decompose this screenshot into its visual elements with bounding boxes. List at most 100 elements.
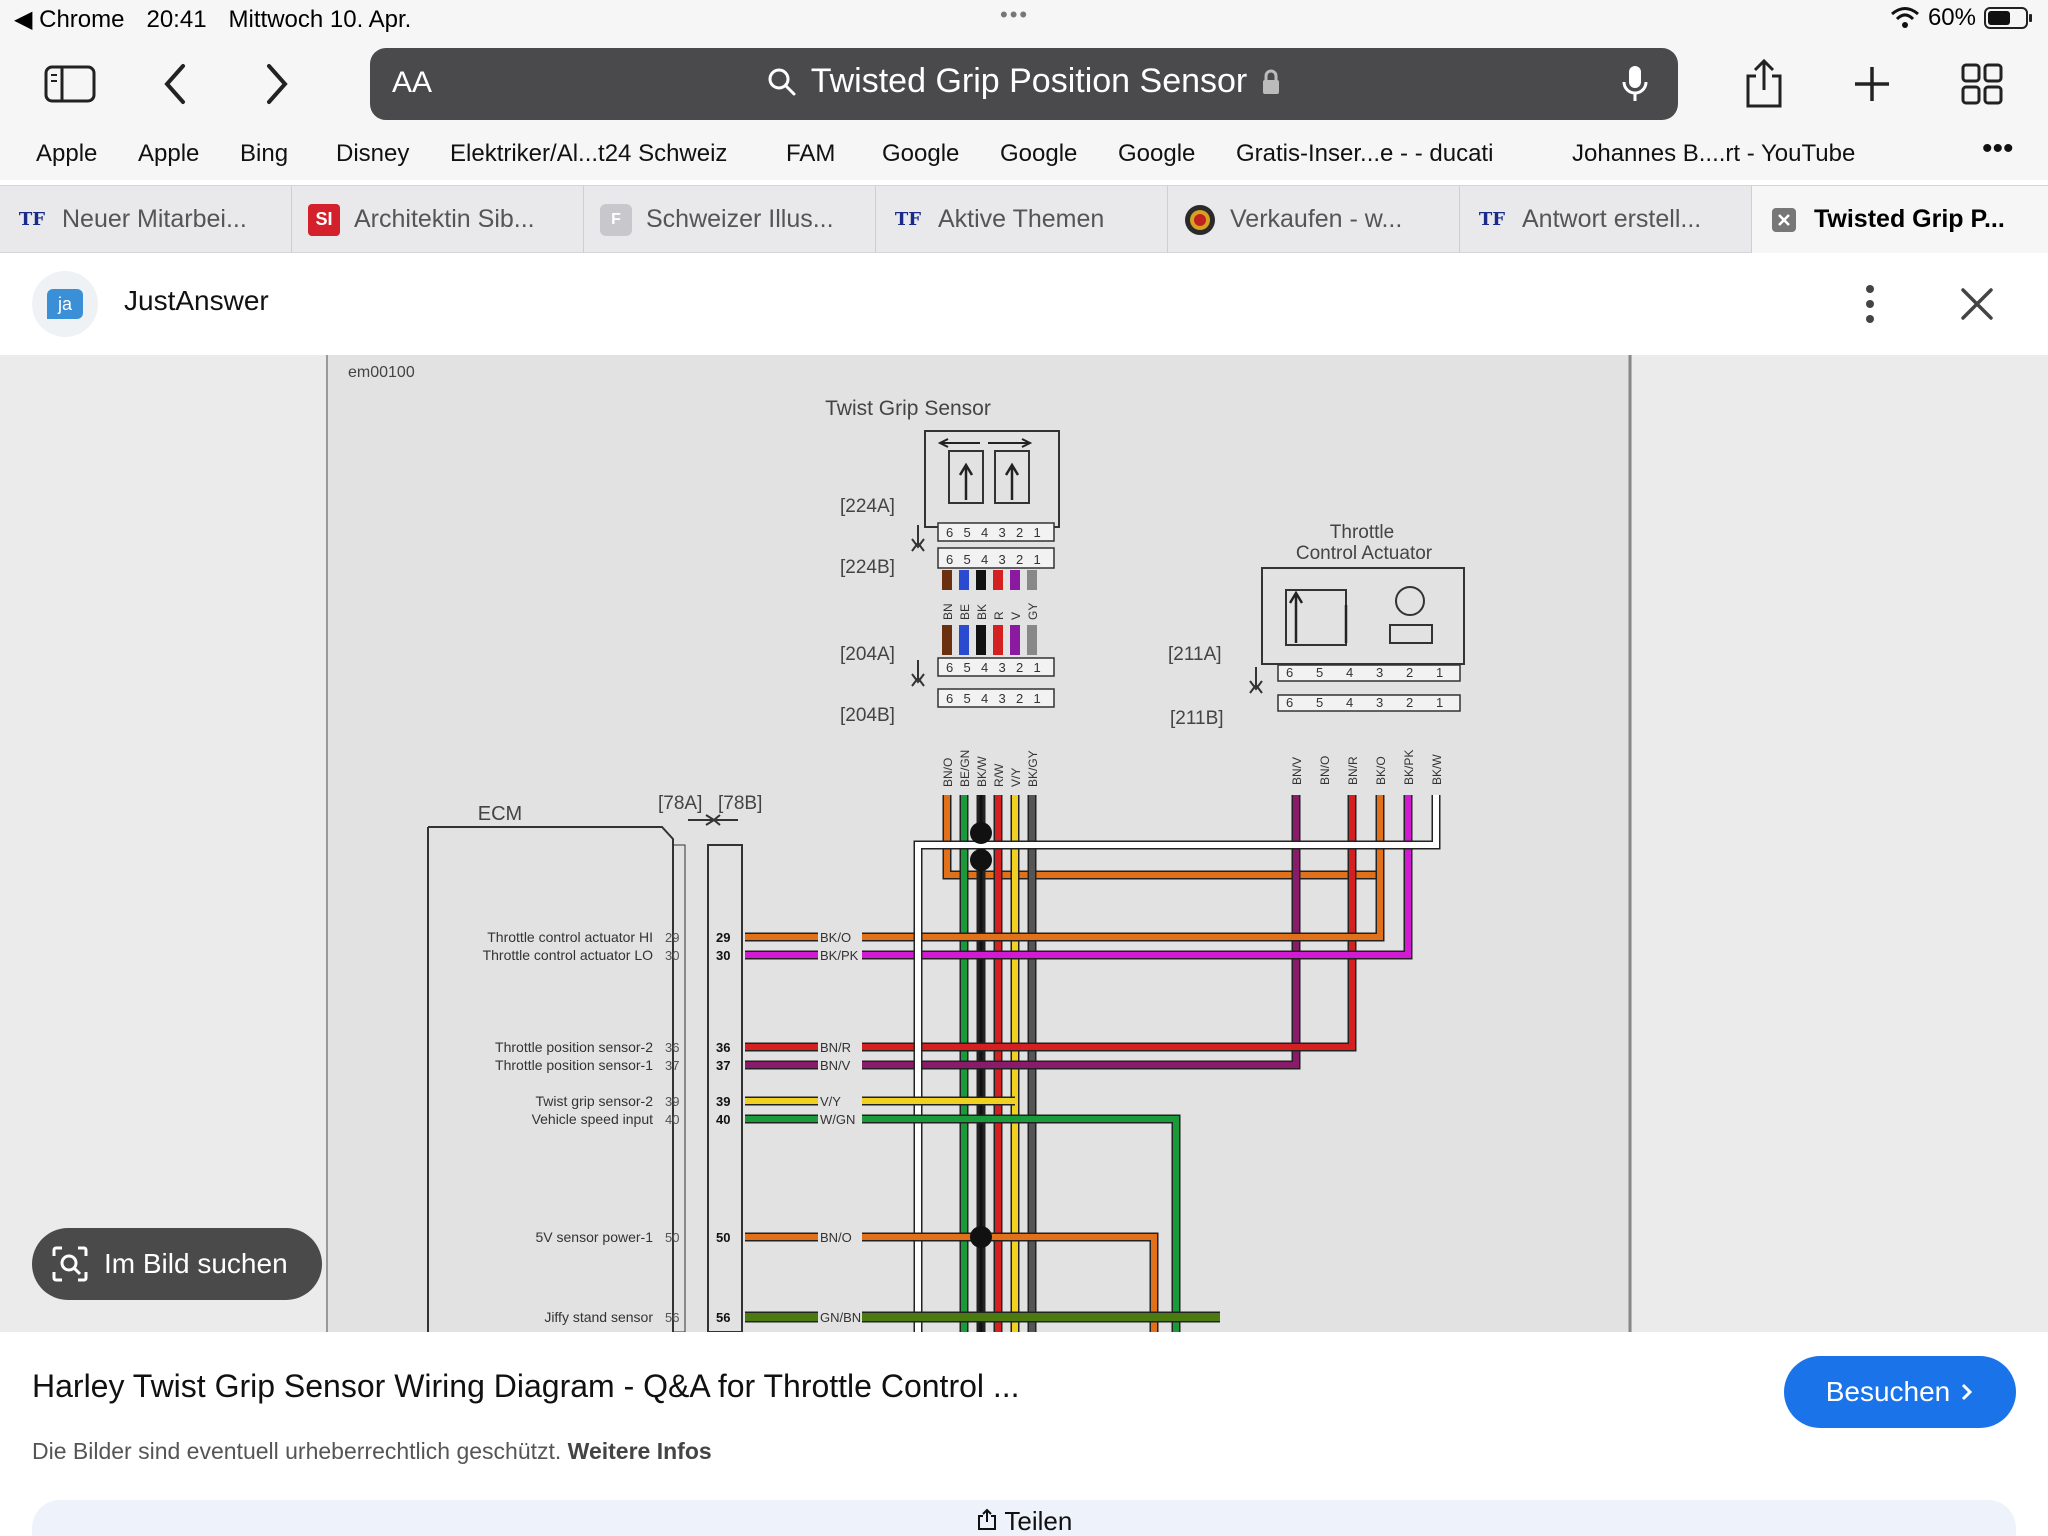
pin-number: 2 [1406, 695, 1413, 710]
bookmark-item[interactable]: Google [1000, 140, 1078, 167]
back-to-app-link[interactable]: ◀ Chrome [14, 6, 125, 33]
wire-label: BK/PK [820, 948, 859, 963]
tab-architektin[interactable]: SI Architektin Sib... [292, 186, 584, 253]
connector-strip [937, 522, 1055, 542]
wire-label-bg [818, 1229, 862, 1245]
connector-78b-body [707, 844, 743, 1332]
connector-78b-label: [78B] [718, 793, 762, 814]
more-options-icon[interactable] [1862, 281, 1878, 332]
connector-strip [1277, 694, 1461, 712]
pin-number: 5 [964, 525, 971, 540]
pin-number: 6 [1286, 665, 1293, 680]
bookmark-item[interactable]: Elektriker/Al...t24 Schweiz [450, 140, 728, 167]
pin-number: 4 [981, 660, 988, 675]
bookmark-item[interactable]: Bing [240, 140, 289, 167]
share-icon [977, 1508, 996, 1530]
wire-label: BE [958, 604, 972, 620]
tca-title-line2: Control Actuator [1296, 543, 1433, 564]
bookmark-item[interactable]: Apple [138, 140, 200, 167]
pin-number: 5 [964, 691, 971, 706]
bookmark-item[interactable]: Disney [336, 140, 410, 167]
ecm-pin-number: 30 [665, 948, 679, 963]
wire [745, 1116, 1179, 1332]
wire-label: BN/R [1346, 756, 1360, 785]
tab-schweizer-illustrierte[interactable]: F Schweizer Illus... [584, 186, 876, 253]
address-bar[interactable]: AA Twisted Grip Position Sensor [370, 48, 1678, 120]
wire-label: GY [1026, 603, 1040, 620]
address-bar-center: Twisted Grip Position Sensor [370, 62, 1678, 101]
wire-label: BK/O [1374, 756, 1388, 785]
sidebar-toggle-icon[interactable] [40, 54, 100, 114]
tab-aktive-themen[interactable]: TF Aktive Themen [876, 186, 1168, 253]
ecm-pin-number: 56 [716, 1310, 730, 1325]
ecm-pin-function: Throttle control actuator HI [487, 929, 653, 945]
ecm-pin-number: 37 [665, 1058, 679, 1073]
justanswer-logo: ja [32, 271, 98, 337]
back-icon[interactable] [146, 54, 206, 114]
ecm-pin-number: 40 [665, 1112, 679, 1127]
ducati-badge-favicon-icon [1184, 204, 1216, 236]
tab-twisted-grip-active[interactable]: Twisted Grip P... [1752, 186, 2048, 253]
share-icon[interactable] [1734, 54, 1794, 114]
tab-neuer-mitarbeiter[interactable]: TF Neuer Mitarbei... [0, 186, 292, 253]
tab-verkaufen[interactable]: Verkaufen - w... [1168, 186, 1460, 253]
more-bookmarks-icon[interactable]: ••• [1982, 132, 2014, 165]
pin-number: 6 [1286, 695, 1293, 710]
si-favicon-icon: SI [308, 203, 340, 236]
bookmark-item[interactable]: Apple [36, 140, 98, 167]
close-tab-icon[interactable] [1768, 204, 1800, 236]
ecm-label: ECM [478, 803, 522, 825]
visual-search-button[interactable]: Im Bild suchen [32, 1228, 322, 1300]
tab-overview-icon[interactable] [1952, 54, 2012, 114]
more-info-link[interactable]: Weitere Infos [567, 1438, 712, 1464]
splice-dot [970, 822, 992, 844]
image-viewer[interactable]: em00100 Twist Grip Sensor [224A] [224B] … [0, 355, 2048, 1332]
visit-button[interactable]: Besuchen [1784, 1356, 2016, 1428]
close-icon[interactable] [1954, 281, 2000, 332]
pin-number: 2 [1406, 665, 1413, 680]
ecm-pin-number: 37 [716, 1058, 730, 1073]
reader-aa-button[interactable]: AA [392, 66, 433, 99]
wire-label: V/Y [1009, 768, 1023, 787]
ecm-pin-function: Throttle position sensor-1 [495, 1057, 653, 1073]
bookmark-item[interactable]: FAM [786, 140, 836, 167]
tf-favicon-icon: TF [894, 209, 922, 230]
multitasking-dots-icon[interactable]: ••• [1000, 2, 1030, 27]
pin-number: 6 [946, 660, 953, 675]
tab-label: Architektin Sib... [354, 205, 535, 233]
ecm-pin-number: 50 [665, 1230, 679, 1245]
wire-stub [942, 625, 952, 655]
diagram-code-label: em00100 [348, 364, 415, 381]
wire-label: BK/O [820, 930, 851, 945]
new-tab-icon[interactable] [1842, 54, 1902, 114]
wire-label-bg [818, 1039, 862, 1055]
wiring-diagram-image[interactable]: em00100 Twist Grip Sensor [224A] [224B] … [326, 355, 1722, 1332]
source-site-header: ja JustAnswer [0, 253, 2048, 355]
wire-outline [745, 795, 1385, 942]
microphone-icon[interactable] [1622, 64, 1648, 109]
bookmark-item[interactable]: Johannes B....rt - YouTube [1572, 140, 1856, 167]
pin-number: 2 [1016, 691, 1023, 706]
result-title[interactable]: Harley Twist Grip Sensor Wiring Diagram … [32, 1368, 1020, 1404]
status-left: ◀ Chrome 20:41 Mittwoch 10. Apr. [14, 5, 411, 34]
connector-strip [937, 657, 1055, 677]
bookmark-item[interactable]: Gratis-Inser...e - - ducati [1236, 140, 1494, 167]
bookmark-item[interactable]: Google [882, 140, 960, 167]
pin-number: 3 [999, 552, 1006, 567]
visit-label: Besuchen [1825, 1376, 1951, 1407]
sensor-element-icon [948, 450, 984, 504]
pin-number: 4 [981, 691, 988, 706]
share-bar[interactable]: Teilen [32, 1500, 2016, 1536]
tab-label: Verkaufen - w... [1230, 205, 1403, 233]
lens-search-icon [52, 1246, 88, 1282]
pin-number: 5 [1316, 695, 1323, 710]
tf-favicon-icon: TF [18, 209, 46, 230]
forward-icon[interactable] [246, 54, 306, 114]
tab-antwort-erstellen[interactable]: TF Antwort erstell... [1460, 186, 1752, 253]
wire-label: BN/V [1290, 757, 1304, 785]
ecm-pin-number: 50 [716, 1230, 730, 1245]
battery-percent: 60% [1927, 4, 1976, 31]
bookmark-item[interactable]: Google [1118, 140, 1196, 167]
page-url-title: Twisted Grip Position Sensor [810, 62, 1248, 100]
